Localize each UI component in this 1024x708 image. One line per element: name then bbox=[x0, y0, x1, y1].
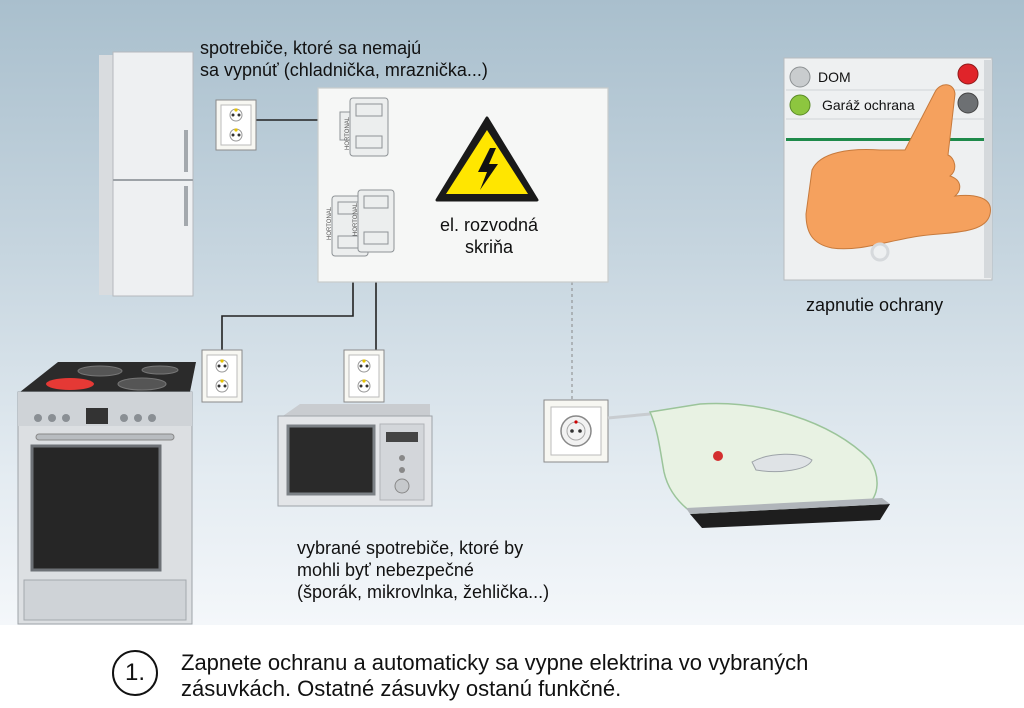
socket-stove bbox=[201, 349, 243, 403]
hazard-warning-icon bbox=[435, 116, 539, 202]
iron-soleplate bbox=[690, 504, 890, 528]
hotplate bbox=[141, 365, 179, 375]
wire-stove bbox=[221, 282, 354, 352]
iron-indicator bbox=[713, 451, 723, 461]
stove-drawer bbox=[23, 579, 187, 621]
hotplate-active bbox=[46, 378, 94, 390]
panel-caption: zapnutie ochrany bbox=[806, 295, 944, 315]
fridge-illustration bbox=[99, 51, 194, 297]
stove-illustration bbox=[17, 362, 196, 625]
indicator-garage-green bbox=[789, 94, 811, 116]
panel-divider-line bbox=[786, 138, 984, 141]
hotplate bbox=[77, 365, 123, 377]
fridge-handle-top bbox=[184, 130, 188, 172]
socket-iron bbox=[543, 399, 609, 463]
microwave-window bbox=[286, 424, 376, 496]
microwave-display bbox=[386, 432, 418, 442]
indicator-garage-right bbox=[957, 92, 979, 114]
breaker-bottom-right bbox=[357, 189, 395, 253]
fridge-note: spotrebiče, ktoré sa nemajú sa vypnúť (c… bbox=[200, 38, 488, 80]
diagram-drawing: HORTONAL HORTONAL HORTONAL bbox=[17, 51, 993, 625]
hand-pointing-icon bbox=[805, 84, 991, 250]
step-caption: Zapnete ochranu a automaticky sa vypne e… bbox=[181, 650, 809, 701]
breaker-top bbox=[339, 97, 389, 157]
fridge-side bbox=[99, 55, 113, 295]
step-number: 1. bbox=[112, 650, 158, 696]
distribution-box-label: el. rozvodná skriňa bbox=[439, 215, 539, 257]
fridge-handle-bottom bbox=[184, 186, 188, 226]
microwave-knob bbox=[394, 478, 410, 494]
panel-label-dom: DOM bbox=[818, 69, 851, 85]
indicator-dom-red bbox=[957, 63, 979, 85]
control-panel bbox=[783, 57, 993, 281]
indicator-dom-left bbox=[789, 66, 811, 88]
breaker-brand-right: HORTONAL bbox=[353, 202, 359, 236]
breaker-brand-left: HORTONAL bbox=[327, 206, 333, 240]
microwave-illustration bbox=[277, 404, 433, 507]
panel-button-shadow bbox=[870, 242, 890, 262]
socket-microwave bbox=[343, 349, 385, 403]
iron-handle-hole bbox=[751, 453, 813, 473]
breaker-brand-top: HORTONAL bbox=[345, 116, 351, 150]
hotplate bbox=[117, 377, 167, 391]
stove-handle bbox=[35, 433, 175, 441]
stove-display bbox=[86, 408, 108, 424]
fridge-front bbox=[112, 51, 194, 297]
iron-illustration bbox=[607, 402, 890, 528]
iron-cord bbox=[607, 412, 651, 420]
iron-soleplate-edge bbox=[686, 498, 890, 514]
wiring bbox=[221, 119, 573, 400]
dangerous-appliances-note: vybrané spotrebiče, ktoré by mohli byť n… bbox=[297, 538, 550, 602]
panel-label-garage: Garáž ochrana bbox=[822, 97, 915, 113]
stove-oven-window bbox=[30, 444, 162, 572]
socket-fridge bbox=[215, 99, 257, 151]
distribution-box: HORTONAL HORTONAL HORTONAL bbox=[317, 87, 609, 283]
